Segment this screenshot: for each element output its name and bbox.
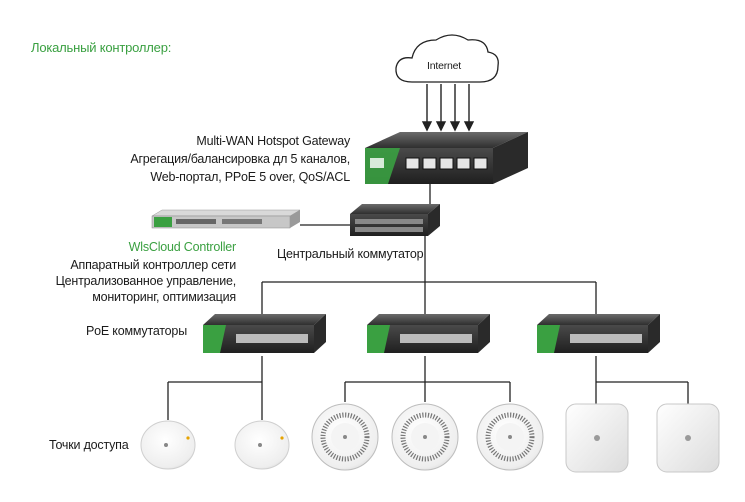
poe-switch-1 <box>203 314 326 353</box>
controller-name: WlsCloud Controller <box>128 240 237 254</box>
controller-desc-line2: Централизованное управление, <box>55 274 237 288</box>
poe-switch-3 <box>537 314 660 353</box>
access-point-1 <box>140 420 196 470</box>
access-points-label: Точки доступа <box>49 438 129 452</box>
gateway-device <box>365 132 528 184</box>
controller-desc-line3: мониторинг, оптимизация <box>92 290 236 304</box>
access-point-7 <box>656 403 720 473</box>
access-point-3 <box>311 403 379 471</box>
internet-label: Internet <box>427 60 462 72</box>
network-links <box>167 184 689 420</box>
controller-device <box>151 209 301 229</box>
gateway-desc-line1: Агрегация/балансировка дл 5 каналов, <box>130 152 350 166</box>
central-switch-label: Центральный коммутатор <box>277 247 424 261</box>
internet-uplink-arrows <box>421 84 475 132</box>
poe-switch-2 <box>367 314 490 353</box>
page-title: Локальный контроллер: <box>31 40 172 55</box>
access-point-6 <box>565 403 629 473</box>
access-point-5 <box>476 403 544 471</box>
central-switch-device <box>350 204 440 236</box>
access-point-2 <box>234 420 290 470</box>
access-point-4 <box>391 403 459 471</box>
gateway-name: Multi-WAN Hotspot Gateway <box>196 134 350 148</box>
poe-switches-label: PoE коммутаторы <box>86 324 187 338</box>
internet-cloud-icon <box>395 34 499 83</box>
gateway-desc-line2: Web-портал, PPoE 5 over, QoS/ACL <box>150 170 350 184</box>
controller-desc-line1: Аппаратный контроллер сети <box>70 258 236 272</box>
